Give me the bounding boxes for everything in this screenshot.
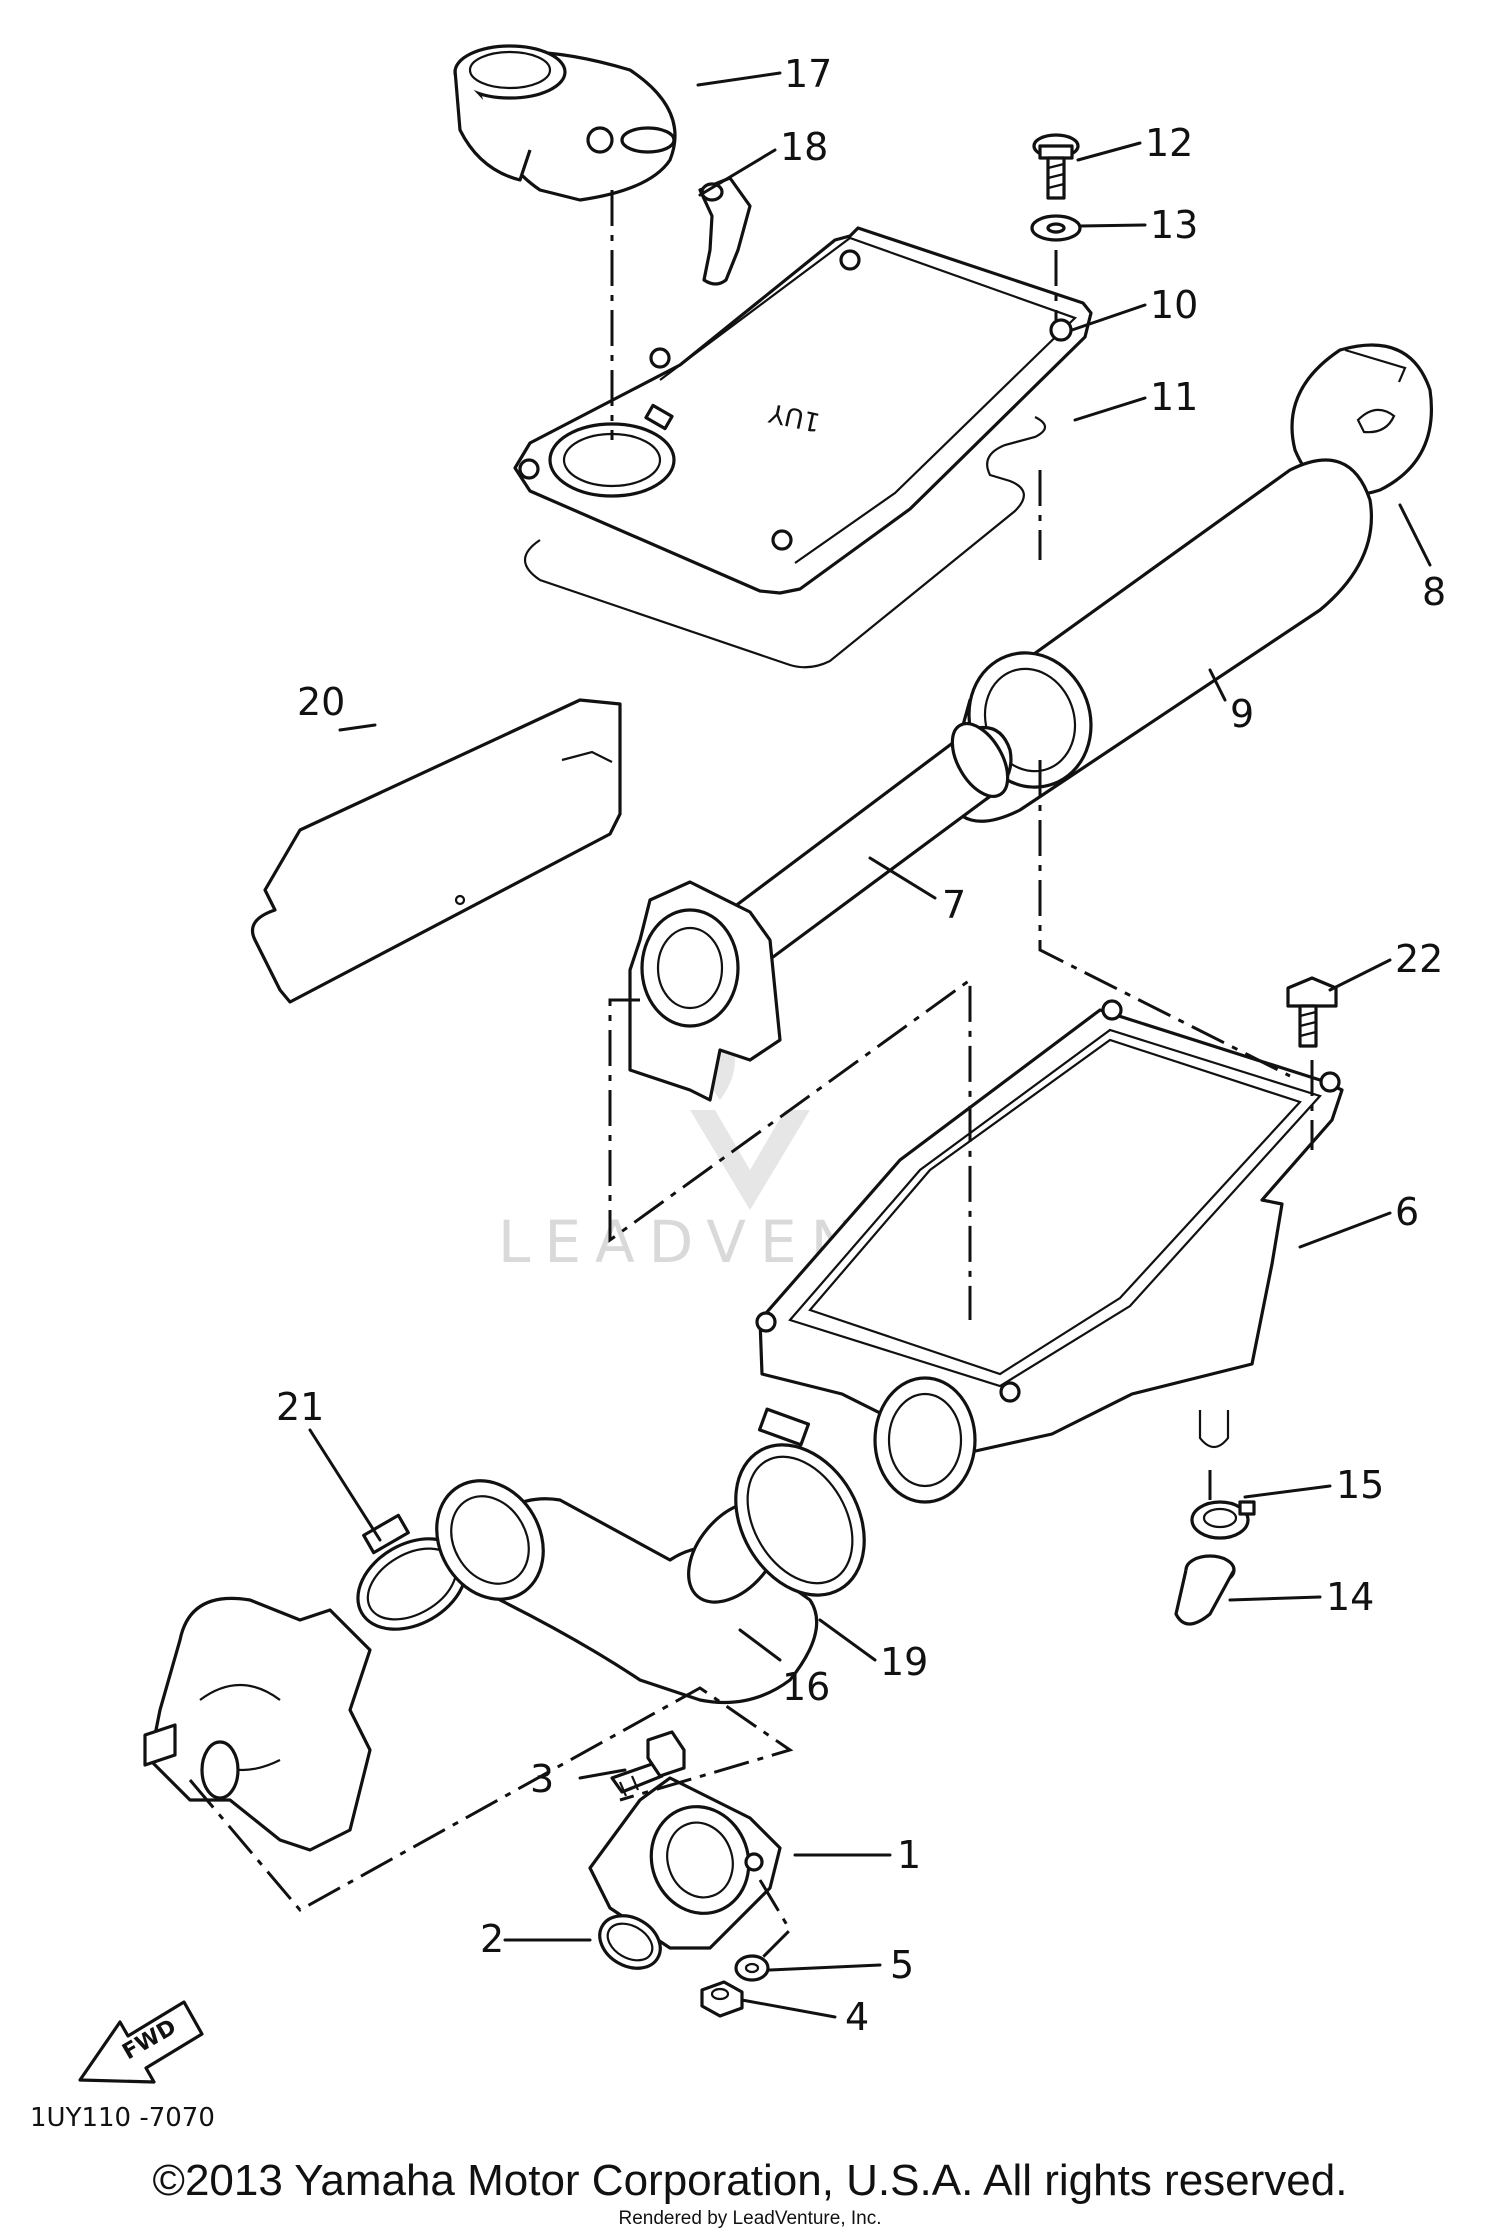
callout-1: 1 [897,1833,921,1877]
leader-lines [308,71,1432,2019]
part-1-intake-joint [588,1776,782,1950]
callout-19: 19 [880,1640,928,1684]
callout-10: 10 [1150,283,1198,327]
part-20-plate [250,698,622,1004]
part-11-gasket [523,416,1047,669]
part-22-bolt [1286,976,1338,1048]
part-2-o-ring [598,1914,662,1970]
callout-8: 8 [1422,570,1446,614]
callout-5: 5 [890,1943,914,1987]
part-7-outlet-joint [628,722,1013,1102]
part-3-bolt [610,1730,686,1797]
part-13-washer [1030,214,1082,242]
carburetor-reference [143,1596,372,1852]
callout-6: 6 [1395,1190,1419,1234]
callout-21: 21 [276,1385,324,1429]
part-21-band [356,1513,468,1631]
part-14-drain-cap [1174,1554,1236,1626]
part-6-airbox-case [755,999,1344,1504]
part-10-airbox-cover: 1UY [513,226,1093,595]
drawing-code: 1UY110 -7070 [30,2103,215,2133]
part-19-band [734,1407,866,1597]
callouts: 17 18 12 13 10 11 8 9 20 7 22 6 15 14 21… [276,52,1446,2039]
callout-16: 16 [782,1665,830,1709]
callout-3: 3 [530,1757,554,1801]
part-18-elbow-fitting [698,176,752,286]
callout-11: 11 [1150,375,1198,419]
part-16-inlet-hose [435,1479,819,1704]
callout-12: 12 [1145,121,1193,165]
callout-18: 18 [780,125,828,169]
part-8-end-cap [1290,343,1433,497]
copyright-notice: ©2013 Yamaha Motor Corporation, U.S.A. A… [152,2156,1348,2205]
callout-15: 15 [1336,1463,1384,1507]
callout-2: 2 [480,1917,504,1961]
part-4-nut [700,1980,744,2018]
callout-14: 14 [1326,1575,1374,1619]
part-17-intake-duct [453,44,677,202]
part-5-washer [734,1954,770,1982]
part-15-clamp [1190,1500,1256,1540]
callout-13: 13 [1150,203,1198,247]
callout-20: 20 [297,680,345,724]
callout-7: 7 [942,883,966,927]
fwd-arrow-icon: FWD [78,2000,204,2084]
callout-22: 22 [1395,937,1443,981]
callout-9: 9 [1230,692,1254,736]
rendered-by-notice: Rendered by LeadVenture, Inc. [618,2208,882,2229]
part-12-screw [1032,133,1080,200]
callout-4: 4 [845,1995,869,2039]
assembly-lines [188,190,1314,1962]
callout-17: 17 [784,52,832,96]
